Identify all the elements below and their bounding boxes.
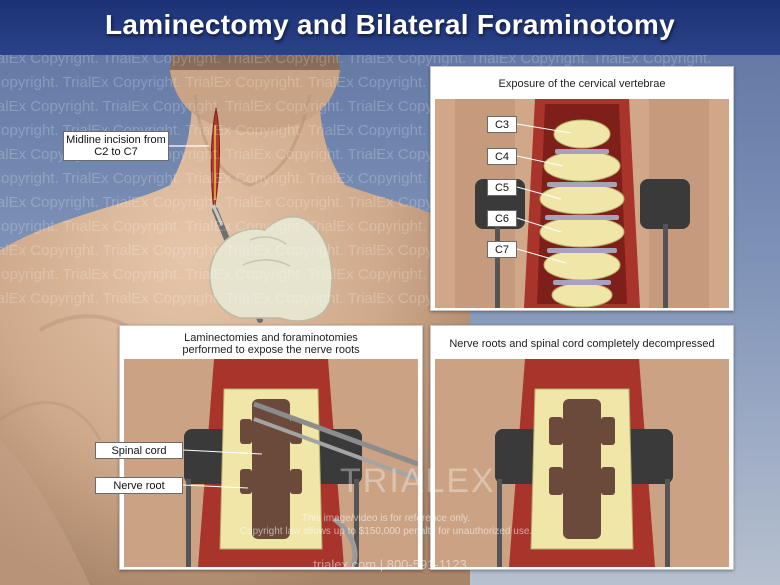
vertebra-label-c6: C6: [487, 210, 517, 227]
copyright-notice: This image/video is for reference only. …: [239, 513, 533, 537]
exposure-caption: Exposure of the cervical vertebrae: [498, 78, 666, 90]
vertebra-leader-lines: [516, 123, 572, 264]
laminectomy-caption-line1: Laminectomies and foraminotomies: [184, 332, 358, 344]
vertebra-label-c5: C5: [487, 179, 517, 196]
exposure-panel: Exposure of the cervical vertebrae: [430, 66, 734, 311]
decompressed-panel: Nerve roots and spinal cord completely d…: [430, 325, 734, 570]
exposure-illustration: [435, 99, 729, 308]
laminectomy-leader-lines: [182, 449, 263, 489]
vertebra-label-c3: C3: [487, 116, 517, 133]
incision-label: Midline incision from C2 to C7: [63, 131, 169, 161]
nerve-root-label: Nerve root: [95, 477, 183, 494]
laminectomy-panel: Laminectomies and foraminotomies perform…: [95, 325, 423, 570]
contact-info: trialex.com | 800-591-1123: [313, 557, 467, 572]
title-bar: Laminectomy and Bilateral Foraminotomy: [0, 0, 780, 55]
decompressed-illustration: [435, 359, 729, 567]
page-title: Laminectomy and Bilateral Foraminotomy: [105, 9, 675, 40]
laminectomy-illustration: [124, 359, 418, 567]
vertebra-label-c7: C7: [487, 241, 517, 258]
laminectomy-caption-line2: performed to expose the nerve roots: [182, 344, 360, 356]
decompressed-caption: Nerve roots and spinal cord completely d…: [449, 338, 715, 350]
brand-watermark: TRIALEX: [340, 462, 496, 500]
spinal-cord-label: Spinal cord: [95, 442, 183, 459]
vertebra-label-c4: C4: [487, 148, 517, 165]
